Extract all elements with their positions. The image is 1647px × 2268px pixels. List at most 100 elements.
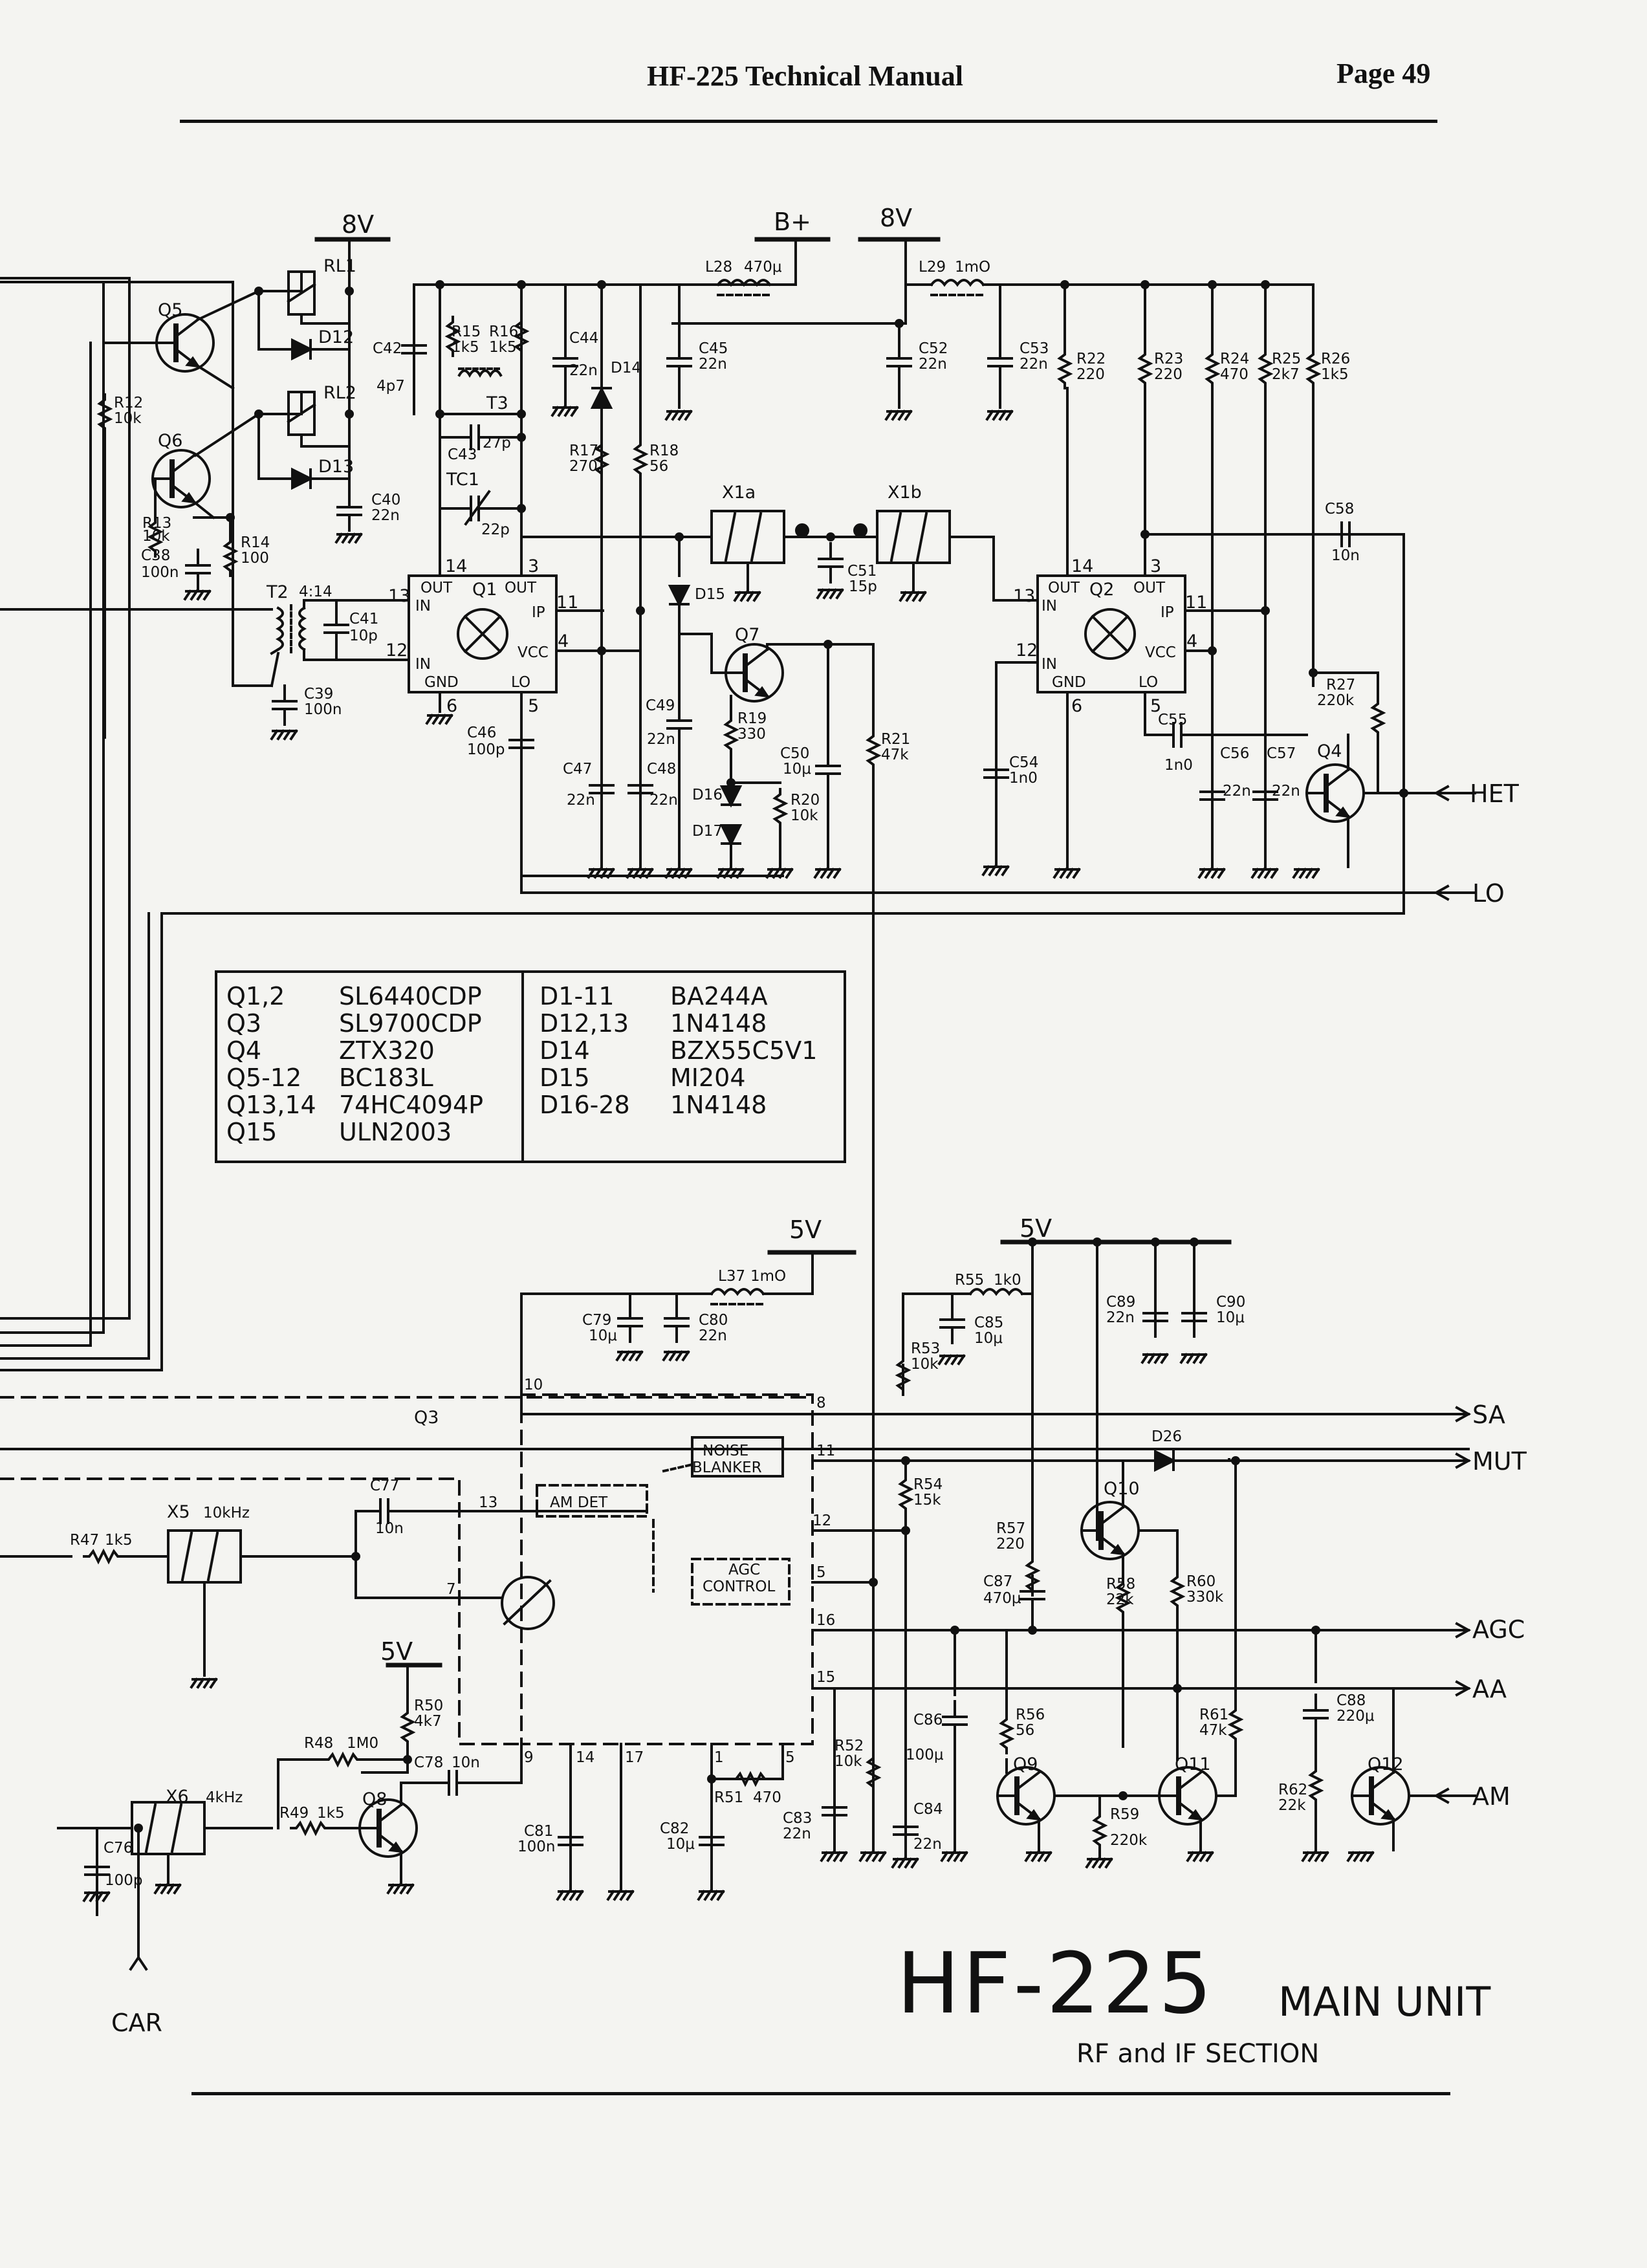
- svg-text:R55: R55: [955, 1272, 984, 1289]
- svg-text:L29: L29: [919, 259, 946, 276]
- parts-right-ref-1: D12,13: [540, 1009, 629, 1038]
- parts-left-ref-3: Q5-12: [226, 1063, 302, 1092]
- svg-text:56: 56: [1016, 1722, 1034, 1739]
- svg-text:VCC: VCC: [1145, 644, 1176, 661]
- svg-text:5: 5: [528, 696, 539, 716]
- svg-text:10n: 10n: [375, 1520, 404, 1537]
- svg-text:IP: IP: [532, 604, 545, 621]
- svg-text:Q4: Q4: [1317, 741, 1342, 761]
- q1-mixer: [0, 283, 784, 877]
- svg-text:270: 270: [569, 458, 598, 475]
- svg-text:IN: IN: [415, 656, 431, 673]
- parts-left-ref-1: Q3: [226, 1009, 262, 1038]
- port-mut: MUT: [1472, 1447, 1527, 1476]
- svg-text:22p: 22p: [481, 521, 510, 538]
- parts-left-ref-4: Q13,14: [226, 1091, 316, 1119]
- x5-x6-section: [0, 1498, 784, 1971]
- svg-text:Q10: Q10: [1104, 1479, 1140, 1499]
- rail-8v-a: 8V: [342, 210, 374, 239]
- svg-text:1k5: 1k5: [105, 1532, 133, 1549]
- svg-text:C84: C84: [913, 1801, 943, 1818]
- svg-text:C42: C42: [373, 340, 402, 357]
- svg-text:D16: D16: [692, 787, 723, 803]
- svg-text:OUT: OUT: [505, 580, 537, 596]
- svg-text:27p: 27p: [483, 435, 511, 452]
- svg-text:10k: 10k: [791, 807, 818, 824]
- svg-text:C89: C89: [1106, 1294, 1135, 1311]
- svg-text:C82: C82: [660, 1820, 689, 1837]
- svg-text:12: 12: [1016, 640, 1038, 660]
- svg-text:10μ: 10μ: [974, 1330, 1003, 1347]
- svg-text:R20: R20: [791, 792, 820, 809]
- svg-text:C39: C39: [304, 686, 333, 703]
- parts-right-part-4: 1N4148: [670, 1091, 767, 1119]
- svg-text:C81: C81: [524, 1823, 553, 1840]
- svg-text:R60: R60: [1186, 1573, 1216, 1590]
- parts-right-ref-0: D1-11: [540, 982, 615, 1010]
- port-lo: LO: [1472, 879, 1505, 908]
- parts-right-ref-4: D16-28: [540, 1091, 630, 1119]
- svg-text:10k: 10k: [114, 410, 142, 427]
- svg-text:IN: IN: [1042, 598, 1057, 615]
- parts-right-ref-2: D14: [540, 1036, 590, 1065]
- svg-text:1k5: 1k5: [1321, 366, 1349, 383]
- svg-text:5: 5: [816, 1564, 826, 1581]
- svg-text:C40: C40: [371, 492, 400, 508]
- svg-text:14: 14: [576, 1749, 594, 1766]
- svg-text:R24: R24: [1220, 351, 1249, 367]
- svg-text:C43: C43: [448, 446, 477, 463]
- svg-text:R51: R51: [714, 1789, 743, 1806]
- top-rule: [180, 120, 1437, 123]
- svg-text:R48: R48: [304, 1735, 333, 1752]
- svg-text:13: 13: [479, 1494, 497, 1511]
- svg-text:GND: GND: [424, 674, 459, 691]
- svg-text:C56: C56: [1220, 745, 1249, 762]
- svg-text:R57: R57: [996, 1520, 1025, 1537]
- svg-text:22k: 22k: [1278, 1797, 1306, 1814]
- svg-text:22k: 22k: [1106, 1591, 1134, 1608]
- svg-text:13: 13: [1013, 586, 1035, 606]
- svg-text:1n0: 1n0: [1164, 757, 1193, 774]
- svg-text:R21: R21: [881, 731, 910, 748]
- svg-text:15p: 15p: [849, 578, 877, 595]
- svg-text:470: 470: [1220, 366, 1249, 383]
- svg-text:C45: C45: [699, 340, 728, 357]
- svg-text:OUT: OUT: [1048, 580, 1080, 596]
- svg-text:C48: C48: [647, 761, 676, 778]
- svg-text:R56: R56: [1016, 1706, 1045, 1723]
- svg-text:RL1: RL1: [323, 256, 356, 276]
- diagram-subtitle: MAIN UNIT: [1278, 1978, 1491, 2025]
- svg-text:C76: C76: [104, 1840, 133, 1857]
- svg-text:R58: R58: [1106, 1576, 1135, 1593]
- x1b-crystal: [876, 510, 951, 564]
- svg-text:C38: C38: [141, 547, 170, 564]
- svg-text:330: 330: [737, 726, 766, 743]
- svg-text:X6: X6: [166, 1787, 189, 1807]
- svg-text:14: 14: [445, 556, 467, 576]
- svg-text:LO: LO: [511, 674, 530, 691]
- svg-text:3: 3: [1150, 556, 1161, 576]
- svg-text:D14: D14: [611, 360, 641, 376]
- svg-text:220k: 220k: [1317, 692, 1355, 709]
- svg-text:D26: D26: [1151, 1428, 1182, 1445]
- svg-text:6: 6: [1071, 696, 1082, 716]
- svg-text:100p: 100p: [105, 1872, 143, 1889]
- svg-text:C77: C77: [370, 1477, 399, 1494]
- svg-text:AGC: AGC: [728, 1562, 760, 1578]
- header-title: HF-225 Technical Manual: [647, 60, 963, 92]
- svg-text:R62: R62: [1278, 1782, 1307, 1798]
- svg-text:22n: 22n: [1106, 1309, 1135, 1326]
- svg-text:22n: 22n: [699, 356, 727, 373]
- svg-text:10n: 10n: [1331, 547, 1360, 564]
- svg-text:4: 4: [558, 631, 569, 651]
- svg-text:R13: R13: [142, 515, 171, 532]
- svg-text:Q5: Q5: [158, 300, 182, 320]
- crystal-filter: [587, 510, 1034, 1851]
- svg-text:OUT: OUT: [420, 580, 453, 596]
- svg-text:C47: C47: [563, 761, 592, 778]
- svg-text:1mO: 1mO: [955, 259, 990, 276]
- svg-text:R47: R47: [70, 1532, 99, 1549]
- svg-text:1n0: 1n0: [1009, 770, 1038, 787]
- svg-text:GND: GND: [1052, 674, 1086, 691]
- svg-text:100n: 100n: [518, 1838, 555, 1855]
